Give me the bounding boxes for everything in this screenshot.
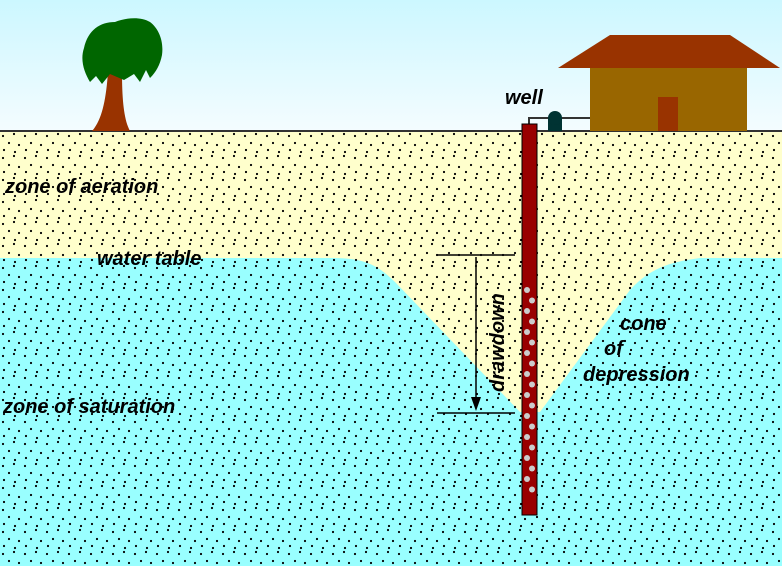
screen-hole	[529, 339, 535, 346]
soil-dots	[0, 132, 782, 566]
well-label: well	[505, 87, 543, 109]
screen-hole	[529, 423, 535, 430]
screen-hole	[529, 486, 535, 493]
cone-label: cone	[620, 313, 667, 335]
pump-icon	[548, 111, 562, 131]
depression-label: depression	[583, 364, 690, 386]
screen-hole	[524, 329, 530, 335]
screen-hole	[529, 465, 535, 472]
screen-hole	[529, 444, 535, 451]
drawdown-label: drawdown	[487, 293, 509, 392]
zone-of-aeration-label: zone of aeration	[4, 176, 158, 198]
screen-hole	[524, 434, 530, 440]
tree-icon	[82, 18, 163, 131]
screen-hole	[529, 402, 535, 409]
screen-hole	[524, 392, 530, 398]
screen-hole	[524, 287, 530, 293]
screen-hole	[524, 476, 530, 482]
zone-of-saturation-label: zone of saturation	[2, 396, 175, 418]
house-icon	[558, 35, 780, 131]
supply-pipe	[528, 117, 590, 124]
water-table-label: water table	[97, 248, 201, 270]
screen-hole	[529, 318, 535, 325]
screen-hole	[529, 360, 535, 367]
screen-hole	[529, 297, 535, 304]
well-screen	[524, 287, 535, 493]
arrow-down-icon	[471, 397, 481, 411]
of-label: of	[604, 338, 625, 360]
screen-hole	[524, 413, 530, 419]
screen-hole	[524, 350, 530, 356]
screen-hole	[529, 381, 535, 388]
screen-hole	[524, 371, 530, 377]
screen-hole	[524, 308, 530, 314]
screen-hole	[524, 455, 530, 461]
